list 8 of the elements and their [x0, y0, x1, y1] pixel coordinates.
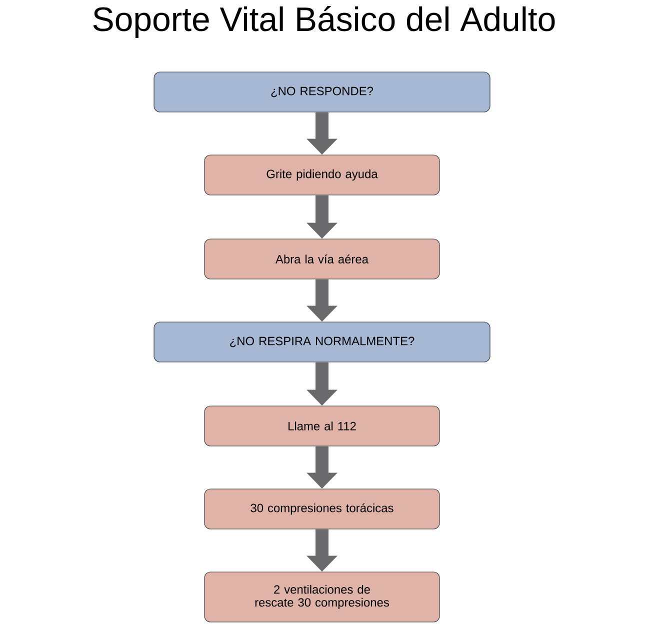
action-box: Llame al 112 [204, 406, 440, 446]
action-box: Abra la vía aérea [204, 238, 440, 280]
title: Soporte Vital Básico del Adulto [93, 6, 555, 38]
action-box: 30 compresiones torácicas [204, 488, 440, 530]
action-box: Grite pidiendo ayuda [204, 154, 440, 196]
question-box: ¿NO RESPONDE? [154, 72, 490, 112]
question-box: ¿NO RESPIRA NORMALMENTE? [154, 322, 490, 362]
action-box: 2 ventilaciones de rescate 30 compresiones [204, 572, 440, 622]
